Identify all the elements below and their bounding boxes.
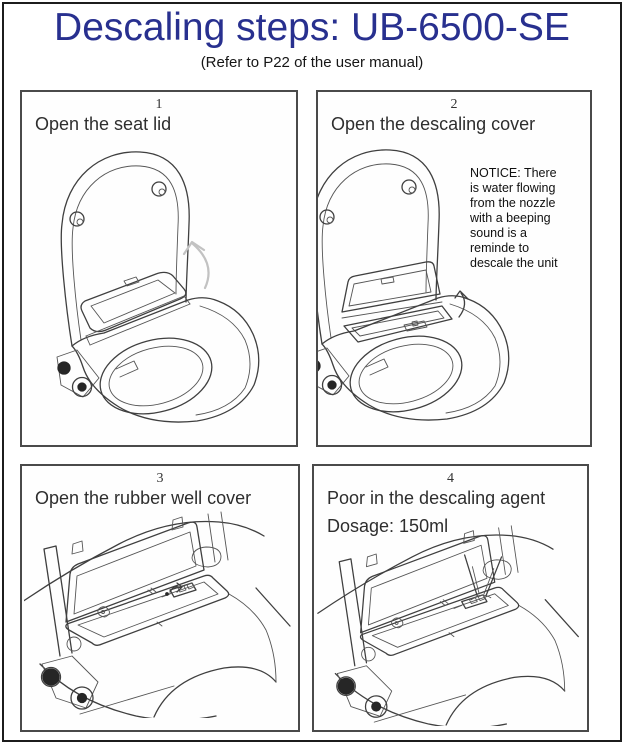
rubber-well — [359, 586, 520, 656]
step-number-1: 1 — [155, 97, 163, 112]
open-cover-arrow-icon — [454, 290, 469, 318]
step-panel-2: 2 Open the descaling cover NOTICE: There… — [316, 90, 592, 447]
dosage-text: Dosage: 150ml — [327, 516, 449, 536]
illustration-open-seat-lid — [56, 151, 260, 423]
rubber-well-cover-open — [360, 530, 496, 634]
step-label-3: Open the rubber well cover — [35, 488, 252, 508]
rubber-well — [65, 574, 230, 646]
step-label-1: Open the seat lid — [35, 114, 172, 134]
rubber-well-cover-open — [65, 516, 205, 623]
step-number-4: 4 — [447, 471, 454, 486]
mount-knobs — [40, 655, 99, 710]
mount-knobs — [336, 665, 393, 718]
step-label-2: Open the descaling cover — [331, 114, 536, 134]
unit-body — [317, 525, 579, 726]
unit-body — [24, 511, 291, 718]
step-label-4: Poor in the descaling agent — [327, 488, 546, 508]
mount-knobs — [56, 349, 100, 398]
step-number-3: 3 — [156, 471, 164, 486]
notice-text: NOTICE: There is water flowing from the … — [470, 166, 558, 270]
descaling-cover-closed — [80, 271, 191, 346]
page-title: Descaling steps: UB-6500-SE — [54, 6, 570, 49]
seat-base — [71, 297, 260, 423]
pour-stream — [463, 554, 503, 601]
step-panel-3: 3 Open the rubber well cover — [20, 464, 300, 732]
step-panel-4: 4 Poor in the descaling agent Dosage: 15… — [312, 464, 589, 732]
lift-plug-arrow-icon — [165, 582, 183, 596]
descaling-cover-open — [341, 261, 453, 343]
open-lid-arrow-icon — [182, 240, 210, 290]
illustration-pour-descaling-agent — [317, 525, 579, 726]
step-number-2: 2 — [450, 97, 458, 112]
illustration-open-descaling-cover — [318, 149, 510, 421]
mount-knobs — [318, 347, 350, 396]
page-subtitle: (Refer to P22 of the user manual) — [200, 54, 424, 71]
seat-base — [321, 295, 510, 421]
seat-lid — [60, 151, 190, 347]
step-panel-1: 1 Open the seat lid — [20, 90, 298, 447]
seat-lid — [318, 149, 440, 345]
illustration-open-rubber-well-cover — [24, 511, 291, 718]
